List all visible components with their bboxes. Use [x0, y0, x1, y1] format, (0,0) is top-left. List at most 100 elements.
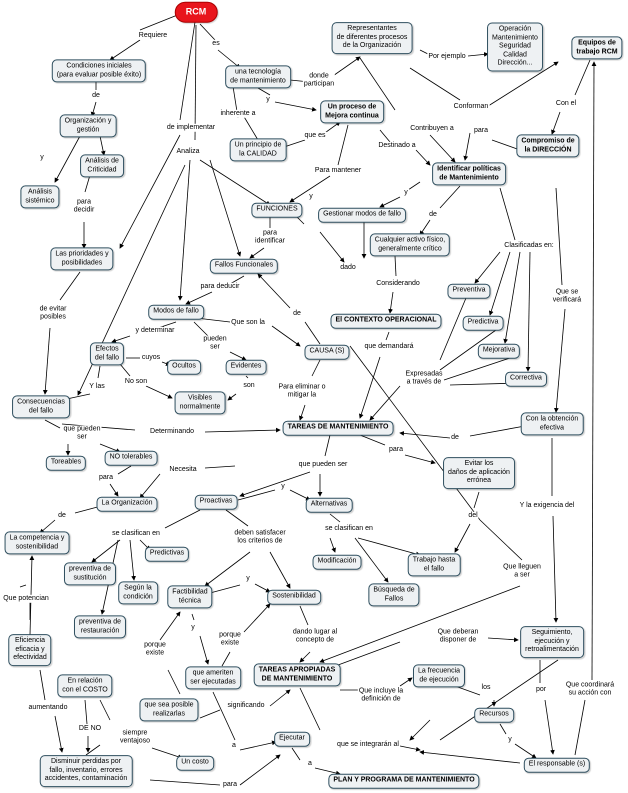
node-busqueda-fallos[interactable]: Búsqueda de Fallos [368, 583, 420, 607]
connector-line [553, 308, 566, 413]
node-frecuencia-ejecucion[interactable]: La frecuencia de ejecución [412, 664, 466, 688]
connector-line [299, 605, 309, 626]
connector-line [329, 537, 336, 553]
node-compromiso-direccion[interactable]: Compromiso de la DIRECCIÓN [516, 134, 580, 158]
link-que-pueden-ser-1: que pueden ser [62, 425, 102, 443]
node-ocultos[interactable]: Ocultos [167, 359, 201, 375]
node-preventiva-restauracion[interactable]: preventiva de restauración [73, 615, 127, 639]
node-un-costo[interactable]: Un costo [176, 755, 214, 771]
connector-line [443, 357, 511, 381]
connector-line [388, 291, 394, 314]
node-visibles-normalmente[interactable]: Visibles normalmente [174, 391, 226, 415]
connector-line [167, 669, 181, 695]
connector-line [491, 139, 521, 151]
link-y-7: y [190, 623, 196, 633]
link-que-pueden-ser-2: que pueden ser [297, 460, 349, 470]
node-trabajo-fallo[interactable]: Trabajo hasta el fallo [407, 553, 461, 577]
node-gestionar-modos[interactable]: Gestionar modos de fallo [318, 207, 406, 223]
node-predictivas[interactable]: Predictivas [144, 546, 190, 562]
node-prioridades[interactable]: Las prioridades y posibilidades [50, 247, 114, 271]
connector-line [212, 691, 236, 741]
connector-line [319, 585, 521, 663]
link-y-3: y [403, 188, 409, 198]
connector-line [552, 515, 559, 623]
node-obtencion-efectiva[interactable]: Con la obtención efectiva [520, 412, 584, 436]
node-disminuir-perdidas[interactable]: Disminuir perdidas por fallo, inventario… [39, 755, 133, 787]
node-funciones[interactable]: FUNCIONES [251, 202, 303, 218]
node-principio-calidad[interactable]: Un principio de la CALIDAD [229, 138, 287, 162]
connector-line [429, 134, 456, 163]
link-los: los [480, 683, 492, 693]
node-seguimiento[interactable]: Seguimiento, ejecución y retroalimentaci… [520, 626, 584, 658]
node-la-organizacion[interactable]: La Organización [96, 496, 158, 512]
node-modificacion[interactable]: Modificación [312, 554, 362, 570]
link-aumentando: aumentando [27, 703, 69, 713]
node-rcm[interactable]: RCM [174, 1, 218, 23]
connector-line [574, 699, 586, 756]
node-preventiva[interactable]: Preventiva [447, 283, 491, 299]
connector-line [164, 509, 201, 529]
node-analisis-sistemico[interactable]: Análisis sistémico [20, 185, 60, 209]
node-alternativas[interactable]: Alternativas [305, 497, 353, 513]
node-ameriten-ejecutadas[interactable]: que ameriten ser ejecutadas [185, 666, 241, 690]
node-fallos-funcionales[interactable]: Fallos Funcionales [209, 258, 279, 274]
node-evidentes[interactable]: Evidentes [225, 359, 267, 375]
node-identificar-politicas[interactable]: Identificar políticas de Mantenimiento [432, 162, 506, 186]
connector-line [311, 359, 321, 377]
node-tecnologia-mantenimiento[interactable]: una tecnología de mantenimiento [225, 65, 291, 89]
connector-line [54, 135, 81, 183]
node-responsable[interactable]: El responsable (s) [523, 757, 591, 773]
node-segun-condicion[interactable]: Según la condición [118, 581, 158, 605]
connector-line [369, 385, 401, 421]
node-recursos[interactable]: Recursos [474, 707, 514, 723]
node-modos-fallo[interactable]: Modos de fallo [148, 304, 204, 320]
connector-line [439, 185, 461, 209]
node-correctiva[interactable]: Correctiva [505, 371, 547, 387]
link-analiza: Analiza [175, 147, 201, 157]
node-ejemplos-procesos[interactable]: Operación Mantenimiento Seguridad Calida… [487, 22, 543, 72]
connector-line [337, 124, 349, 166]
connector-line [409, 719, 431, 741]
node-toreables[interactable]: Toreables [45, 455, 87, 471]
node-plan-programa[interactable]: PLAN Y PROGRAMA DE MANTENIMIENTO [328, 773, 480, 789]
connector-line [404, 454, 436, 465]
node-causas[interactable]: CAUSA (S) [304, 344, 350, 360]
connector-line [177, 159, 191, 301]
node-factibilidad-tecnica[interactable]: Factibilidad técnica [167, 585, 213, 609]
connector-line [357, 537, 421, 557]
node-proactivas[interactable]: Proactivas [194, 494, 238, 510]
node-no-tolerables[interactable]: NO tolerables [104, 450, 158, 466]
node-activo-fisico[interactable]: Cualquier activo físico, generalmente cr… [369, 233, 451, 257]
link-que-demandara: que demandará [363, 342, 415, 352]
link-para-mantener: Para mantener [313, 166, 363, 176]
node-tareas-mantenimiento[interactable]: TAREAS DE MANTENIMIENTO [282, 420, 394, 436]
node-contexto-operacional[interactable]: El CONTEXTO OPERACIONAL [330, 313, 442, 329]
connector-line [245, 375, 249, 379]
node-consecuencias-fallo[interactable]: Consecuencias del fallo [12, 395, 70, 419]
node-ejecutar[interactable]: Ejecutar [274, 731, 310, 747]
node-equipos-rcm[interactable]: Equipos de trabajo RCM [571, 36, 623, 60]
node-eficiencia[interactable]: Eficiencia eficacia y efectividad [8, 634, 52, 666]
connector-line [385, 331, 390, 341]
link-a-2: a [307, 759, 313, 769]
node-efectos-fallo[interactable]: Efectos del fallo [89, 342, 125, 366]
connector-line [454, 523, 471, 553]
node-competencia-sostenibilidad[interactable]: La competencia y sostenibilidad [4, 531, 70, 555]
node-tareas-apropiadas[interactable]: TAREAS APROPIADAS DE MANTENIMIENTO [253, 663, 341, 687]
node-predictiva[interactable]: Predictiva [462, 315, 504, 331]
node-mejorativa[interactable]: Mejorativa [477, 343, 521, 359]
node-representantes[interactable]: Representantes de diferentes procesos de… [331, 22, 413, 54]
link-que-es: que es [303, 131, 327, 141]
node-organizacion-gestion[interactable]: Organización y gestión [59, 114, 117, 138]
node-proceso-mejora[interactable]: Un proceso de Mejora continua [320, 100, 384, 124]
node-preventiva-sustitucion[interactable]: preventiva de sustitución [63, 562, 117, 586]
connector-line [488, 251, 511, 316]
node-relacion-costo[interactable]: En relación con el COSTO [57, 674, 113, 698]
node-evitar-danos[interactable]: Evitar los daños de aplicación errónea [443, 457, 515, 489]
node-posible-realizarlas[interactable]: que sea posible realizarlas [139, 698, 199, 722]
node-sostenibilidad[interactable]: Sostenibilidad [267, 589, 321, 605]
connector-line [291, 747, 301, 761]
connector-line [221, 651, 231, 667]
node-analisis-criticidad[interactable]: Análisis de Criticidad [80, 154, 124, 178]
node-condiciones-iniciales[interactable]: Condiciones iniciales (para evaluar posi… [51, 59, 147, 83]
